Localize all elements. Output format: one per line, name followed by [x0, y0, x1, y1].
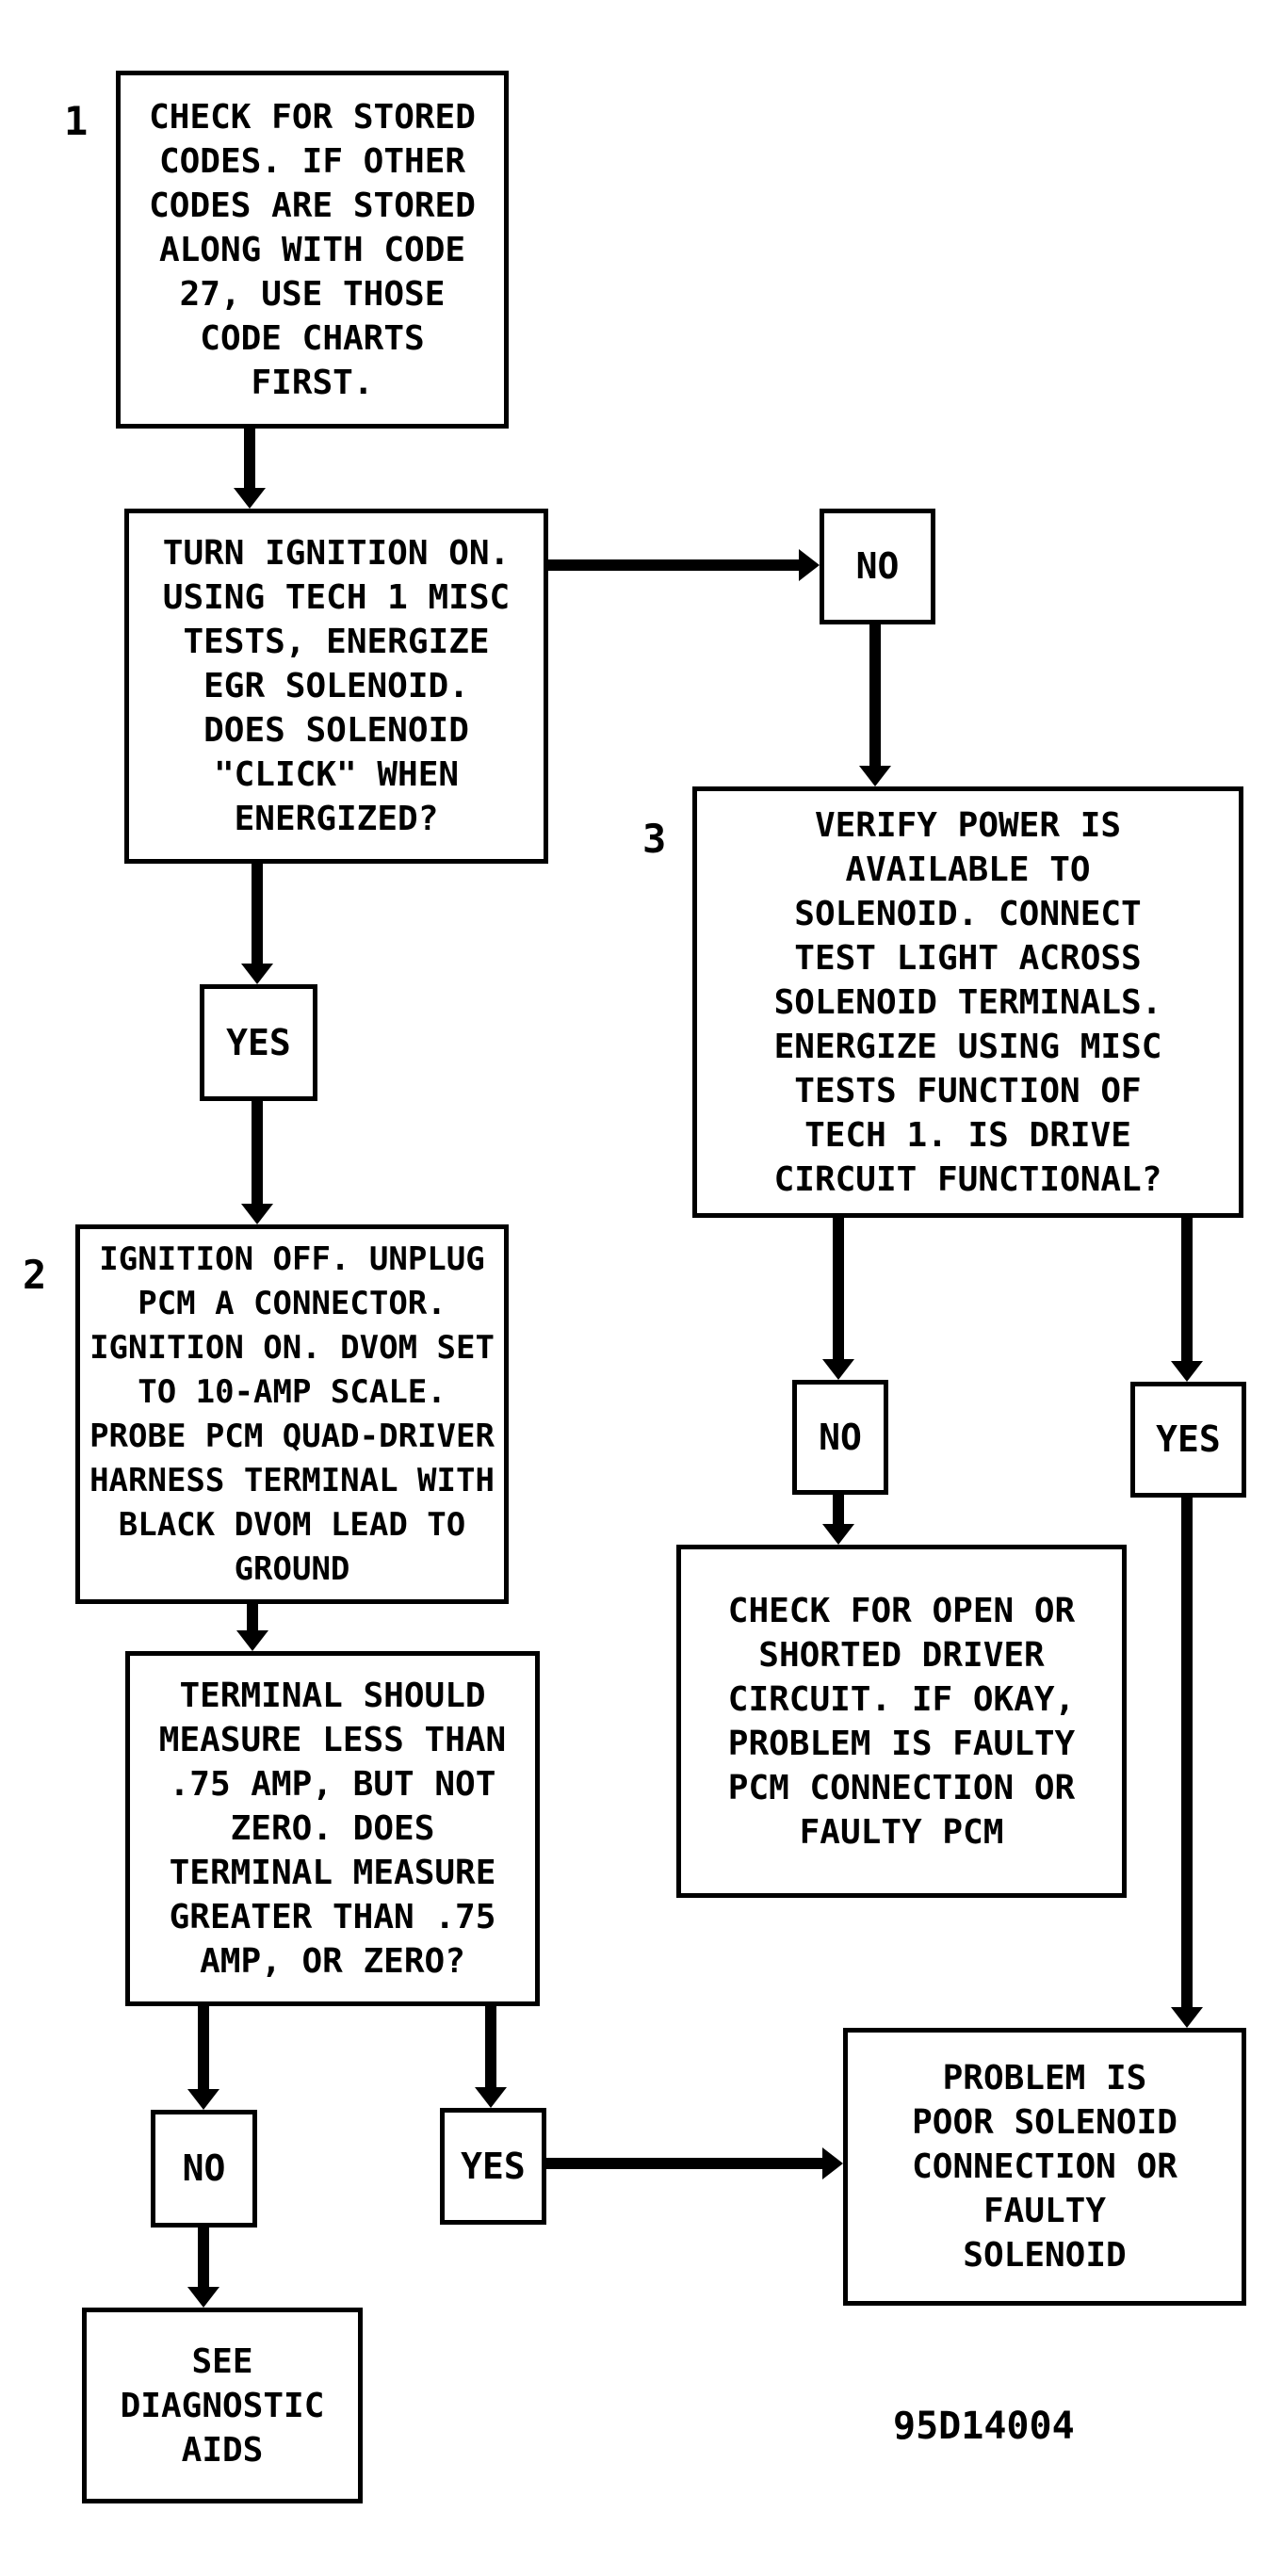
node-check-stored-codes-text: CHECK FOR STORED CODES. IF OTHER CODES A…: [149, 97, 476, 402]
node-check-driver-circuit: CHECK FOR OPEN OR SHORTED DRIVER CIRCUIT…: [676, 1545, 1127, 1898]
node-verify-power-text: VERIFY POWER IS AVAILABLE TO SOLENOID. C…: [773, 805, 1162, 1199]
connector-no-to-diagnostic-aids-line: [198, 2228, 209, 2287]
connector-energize-to-no-line: [548, 559, 799, 571]
arrowhead-no-to-diagnostic-aids: [187, 2287, 219, 2308]
arrowhead-energize-to-yes: [241, 964, 273, 984]
node-see-diagnostic-aids-text: SEE DIAGNOSTIC AIDS: [120, 2341, 325, 2470]
arrowhead-check-to-energize: [234, 488, 266, 509]
node-energize-egr-solenoid-text: TURN IGNITION ON. USING TECH 1 MISC TEST…: [162, 534, 511, 838]
node-no-bottom: NO: [151, 2110, 257, 2228]
node-check-driver-circuit-text: CHECK FOR OPEN OR SHORTED DRIVER CIRCUIT…: [727, 1591, 1076, 1852]
connector-probe-to-measure-line: [247, 1604, 258, 1630]
connector-energize-to-yes-line: [252, 864, 263, 964]
node-yes-right-text: YES: [1156, 1418, 1221, 1460]
connector-verify-to-yes-line: [1181, 1218, 1193, 1361]
node-see-diagnostic-aids: SEE DIAGNOSTIC AIDS: [82, 2308, 363, 2503]
node-no-mid-text: NO: [819, 1416, 862, 1458]
node-terminal-measure: TERMINAL SHOULD MEASURE LESS THAN .75 AM…: [125, 1651, 540, 2006]
node-yes-bottom-text: YES: [461, 2145, 526, 2187]
node-probe-harness-terminal: IGNITION OFF. UNPLUG PCM A CONNECTOR. IG…: [75, 1224, 509, 1604]
connector-check-to-energize-line: [244, 429, 255, 488]
node-check-stored-codes: CHECK FOR STORED CODES. IF OTHER CODES A…: [116, 71, 509, 429]
node-problem-solenoid: PROBLEM IS POOR SOLENOID CONNECTION OR F…: [843, 2028, 1246, 2306]
connector-no-to-verify-line: [869, 624, 881, 766]
step-number-2: 2: [23, 1252, 47, 1298]
arrowhead-yes-to-probe: [241, 1204, 273, 1224]
node-terminal-measure-text: TERMINAL SHOULD MEASURE LESS THAN .75 AM…: [158, 1677, 507, 1981]
arrowhead-no-to-verify: [859, 766, 891, 786]
connector-yes-bottom-to-problem-line: [546, 2158, 822, 2169]
node-yes-left-text: YES: [226, 1021, 291, 1063]
connector-yes-to-problem-line: [1181, 1498, 1193, 2007]
arrowhead-probe-to-measure: [236, 1630, 268, 1651]
arrowhead-yes-bottom-to-problem: [822, 2147, 843, 2179]
node-yes-right: YES: [1130, 1382, 1246, 1498]
connector-yes-to-probe-line: [252, 1101, 263, 1204]
arrowhead-energize-to-no: [799, 549, 820, 581]
node-no-top-text: NO: [855, 545, 900, 587]
node-verify-power: VERIFY POWER IS AVAILABLE TO SOLENOID. C…: [692, 786, 1243, 1218]
node-no-mid: NO: [792, 1380, 888, 1495]
node-yes-left: YES: [200, 984, 317, 1101]
arrowhead-measure-to-yes: [475, 2087, 507, 2108]
node-energize-egr-solenoid: TURN IGNITION ON. USING TECH 1 MISC TEST…: [124, 509, 548, 864]
connector-measure-to-yes-line: [485, 2006, 496, 2087]
connector-measure-to-no-line: [198, 2006, 209, 2089]
arrowhead-verify-to-yes: [1171, 1361, 1203, 1382]
connector-verify-to-no-line: [833, 1218, 844, 1359]
node-no-bottom-text: NO: [182, 2147, 226, 2189]
arrowhead-verify-to-no: [822, 1359, 854, 1380]
arrowhead-no-to-driver-circuit: [822, 1524, 854, 1545]
node-no-top: NO: [820, 509, 935, 624]
connector-no-to-driver-circuit-line: [833, 1495, 844, 1524]
figure-id: 95D14004: [893, 2405, 1075, 2448]
node-problem-solenoid-text: PROBLEM IS POOR SOLENOID CONNECTION OR F…: [912, 2059, 1177, 2275]
arrowhead-yes-to-problem: [1171, 2007, 1203, 2028]
step-number-1: 1: [64, 98, 89, 144]
node-probe-harness-terminal-text: IGNITION OFF. UNPLUG PCM A CONNECTOR. IG…: [89, 1239, 495, 1588]
arrowhead-measure-to-no: [187, 2089, 219, 2110]
step-number-3: 3: [642, 816, 667, 862]
node-yes-bottom: YES: [440, 2108, 546, 2225]
